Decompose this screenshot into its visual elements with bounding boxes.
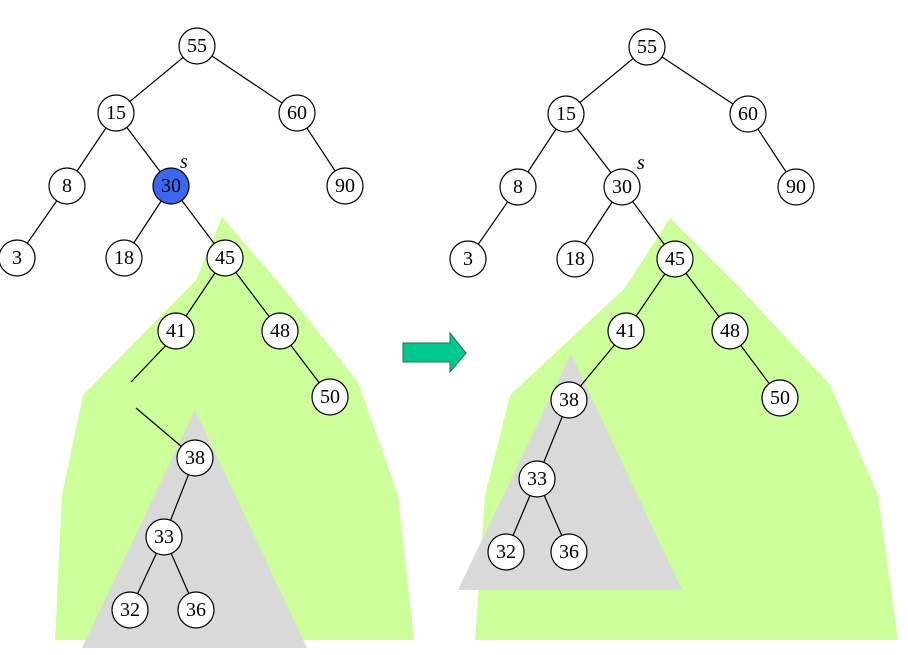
node-55: 55 <box>628 28 666 66</box>
svg-text:30: 30 <box>612 176 632 198</box>
svg-text:48: 48 <box>270 320 290 342</box>
svg-text:60: 60 <box>738 103 758 125</box>
node-55: 55 <box>178 27 216 65</box>
svg-text:55: 55 <box>637 36 657 58</box>
node-41: 41 <box>607 312 645 350</box>
svg-text:8: 8 <box>513 176 523 198</box>
svg-text:3: 3 <box>463 248 473 270</box>
node-45: 45 <box>206 239 244 277</box>
svg-text:41: 41 <box>616 320 636 342</box>
svg-text:41: 41 <box>166 320 186 342</box>
svg-text:50: 50 <box>320 386 340 408</box>
node-48: 48 <box>711 312 749 350</box>
svg-text:48: 48 <box>720 320 740 342</box>
svg-text:90: 90 <box>335 175 355 197</box>
s-marker-after: s <box>637 152 645 174</box>
svg-text:90: 90 <box>786 176 806 198</box>
node-36: 36 <box>177 591 215 629</box>
before-tree: 55 15 60 8 30 s 90 3 18 45 41 48 50 38 3… <box>0 27 414 648</box>
node-90: 90 <box>326 167 364 205</box>
node-15: 15 <box>547 95 585 133</box>
svg-text:18: 18 <box>565 248 585 270</box>
svg-text:36: 36 <box>186 599 206 621</box>
after-tree: 55 15 60 8 30 s 90 3 18 45 41 48 50 38 3… <box>449 28 898 640</box>
svg-text:15: 15 <box>556 103 576 125</box>
node-32: 32 <box>487 533 525 571</box>
node-18: 18 <box>105 239 143 277</box>
svg-text:18: 18 <box>114 247 134 269</box>
node-36: 36 <box>550 533 588 571</box>
svg-text:45: 45 <box>665 248 685 270</box>
node-45: 45 <box>656 240 694 278</box>
svg-text:32: 32 <box>496 541 516 563</box>
edge-55-60 <box>646 46 749 115</box>
node-32: 32 <box>111 591 149 629</box>
node-38: 38 <box>550 381 588 419</box>
node-50: 50 <box>761 379 799 417</box>
node-48: 48 <box>261 312 299 350</box>
svg-text:45: 45 <box>215 247 235 269</box>
node-30-highlighted: 30 <box>152 167 190 205</box>
svg-text:60: 60 <box>287 102 307 124</box>
svg-text:33: 33 <box>527 468 547 490</box>
svg-text:33: 33 <box>154 526 174 548</box>
node-15: 15 <box>97 94 135 132</box>
edge-55-60 <box>196 45 298 114</box>
node-38: 38 <box>176 439 214 477</box>
node-18: 18 <box>556 240 594 278</box>
node-60: 60 <box>729 95 767 133</box>
node-41: 41 <box>157 312 195 350</box>
gray-subtree-region-before <box>82 410 307 648</box>
right-arrow-icon <box>402 331 467 374</box>
edge-41-break-upper <box>130 340 171 383</box>
svg-text:50: 50 <box>770 387 790 409</box>
node-90: 90 <box>777 168 815 206</box>
node-3: 3 <box>0 239 36 277</box>
node-8: 8 <box>48 167 86 205</box>
gray-subtree-region-after <box>458 354 682 590</box>
node-8: 8 <box>499 168 537 206</box>
node-33: 33 <box>518 460 556 498</box>
svg-text:36: 36 <box>559 541 579 563</box>
svg-text:8: 8 <box>62 175 72 197</box>
svg-text:15: 15 <box>106 102 126 124</box>
node-50: 50 <box>311 378 349 416</box>
node-30: 30 <box>603 168 641 206</box>
node-3: 3 <box>449 240 487 278</box>
svg-text:30: 30 <box>161 175 181 197</box>
svg-text:38: 38 <box>559 389 579 411</box>
s-marker-before: s <box>180 151 188 173</box>
svg-text:55: 55 <box>187 35 207 57</box>
node-33: 33 <box>145 518 183 556</box>
svg-text:38: 38 <box>185 447 205 469</box>
node-60: 60 <box>278 94 316 132</box>
svg-text:3: 3 <box>12 247 22 269</box>
svg-text:32: 32 <box>120 599 140 621</box>
